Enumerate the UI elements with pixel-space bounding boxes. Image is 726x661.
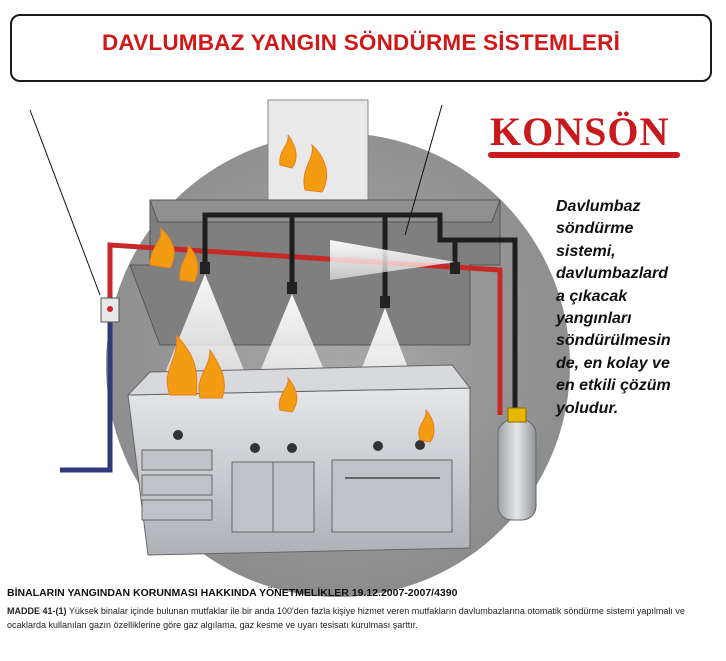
agent-cylinder (497, 419, 537, 521)
flames (149, 134, 435, 443)
title-banner: DAVLUMBAZ YANGIN SÖNDÜRME SİSTEMLERİ (10, 14, 712, 82)
brand-underline (488, 152, 680, 158)
nozzle-2 (287, 282, 297, 294)
article-text: Yüksek binalar içinde bulunan mutfaklar … (7, 606, 685, 630)
brand-logo: KONSÖN (488, 112, 684, 158)
agent-pipe (202, 212, 518, 410)
pointer-line-left (29, 109, 101, 296)
detection-line (107, 242, 503, 415)
page-title: DAVLUMBAZ YANGIN SÖNDÜRME SİSTEMLERİ (101, 30, 621, 55)
regulation-body: MADDE 41-(1) Yüksek binalar içinde bulun… (7, 604, 719, 632)
gas-line (60, 320, 113, 473)
hood-canopy (129, 199, 501, 346)
nozzle-3 (380, 296, 390, 308)
cylinder-valve (507, 407, 527, 423)
spray-duct (330, 240, 455, 280)
regulation-title: BİNALARIN YANGINDAN KORUNMASI HAKKINDA Y… (7, 587, 458, 599)
brand-name: KONSÖN (490, 109, 670, 154)
description-text: Davlumbaz söndürme sistemi, davlumbazlar… (556, 198, 671, 417)
nozzle-1 (200, 262, 210, 274)
nozzle-4 (450, 262, 460, 274)
article-label: MADDE 41-(1) (7, 606, 67, 616)
